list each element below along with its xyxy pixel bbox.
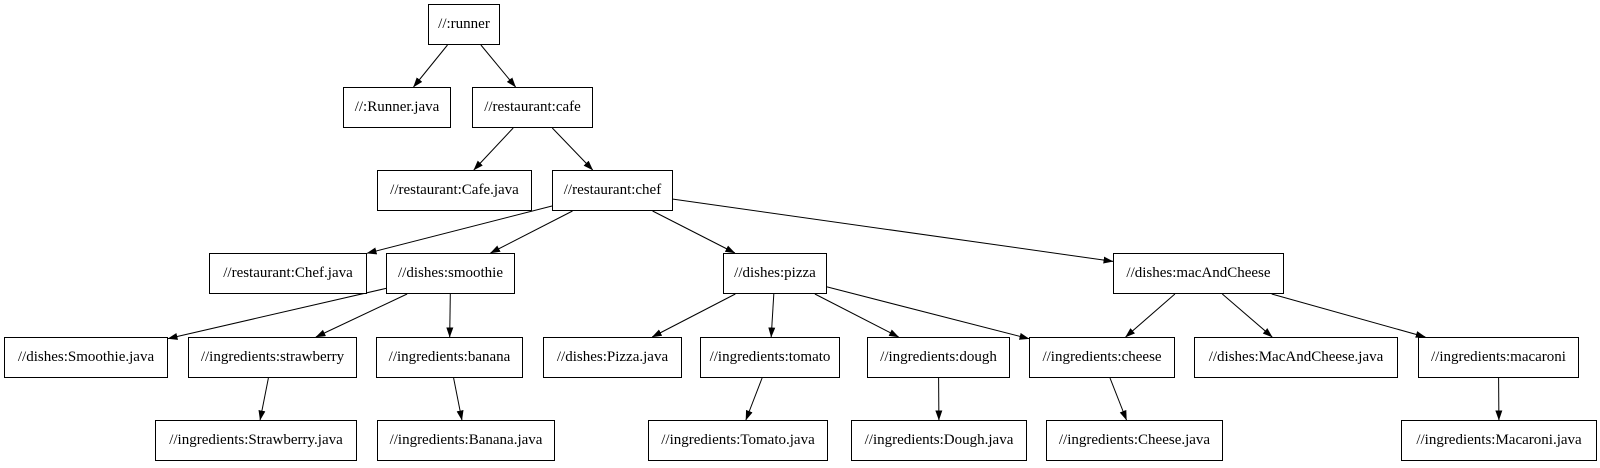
edge-tomato-to-tomato_java bbox=[745, 377, 763, 421]
node-macaroni_java: //ingredients:Macaroni.java bbox=[1401, 420, 1597, 461]
edge-smoothie-to-strawberry bbox=[315, 293, 408, 338]
edge-chef-to-chef_java bbox=[366, 205, 553, 255]
node-runner: //:runner bbox=[428, 4, 500, 45]
node-mac: //dishes:macAndCheese bbox=[1113, 253, 1284, 294]
node-cafe_java: //restaurant:Cafe.java bbox=[377, 170, 532, 211]
node-macaroni: //ingredients:macaroni bbox=[1418, 337, 1579, 378]
node-tomato: //ingredients:tomato bbox=[700, 337, 840, 378]
edge-pizza-to-tomato bbox=[768, 293, 776, 338]
edge-banana-to-banana_java bbox=[453, 377, 464, 421]
edge-mac-to-mac_java bbox=[1221, 293, 1273, 338]
node-pizza: //dishes:pizza bbox=[723, 253, 827, 294]
edge-pizza-to-dough bbox=[814, 293, 900, 338]
edge-cafe-to-cafe_java bbox=[473, 127, 514, 171]
node-chef: //restaurant:chef bbox=[552, 170, 673, 211]
edge-cheese-to-cheese_java bbox=[1109, 377, 1127, 421]
edge-cafe-to-chef bbox=[551, 127, 594, 171]
node-runner_java: //:Runner.java bbox=[343, 87, 451, 128]
node-pizza_java: //dishes:Pizza.java bbox=[543, 337, 682, 378]
edge-strawberry-to-strawberry_java bbox=[258, 377, 269, 421]
edge-chef-to-smoothie bbox=[490, 210, 573, 254]
edge-runner-to-cafe bbox=[480, 44, 516, 88]
edge-smoothie-to-banana bbox=[446, 293, 454, 338]
edge-chef-to-pizza bbox=[652, 210, 736, 254]
node-strawberry: //ingredients:strawberry bbox=[188, 337, 357, 378]
node-smoothie: //dishes:smoothie bbox=[386, 253, 515, 294]
edge-mac-to-cheese bbox=[1125, 293, 1176, 338]
node-tomato_java: //ingredients:Tomato.java bbox=[648, 420, 828, 461]
node-mac_java: //dishes:MacAndCheese.java bbox=[1194, 337, 1398, 378]
node-banana: //ingredients:banana bbox=[376, 337, 523, 378]
edge-chef-to-mac bbox=[672, 198, 1114, 264]
node-banana_java: //ingredients:Banana.java bbox=[377, 420, 555, 461]
node-cafe: //restaurant:cafe bbox=[472, 87, 593, 128]
node-smoothie_java: //dishes:Smoothie.java bbox=[4, 337, 168, 378]
edge-runner-to-runner_java bbox=[413, 44, 448, 88]
node-cheese_java: //ingredients:Cheese.java bbox=[1046, 420, 1223, 461]
edge-pizza-to-pizza_java bbox=[651, 293, 736, 338]
node-cheese: //ingredients:cheese bbox=[1029, 337, 1175, 378]
edge-smoothie-to-smoothie_java bbox=[167, 287, 387, 340]
node-dough: //ingredients:dough bbox=[867, 337, 1010, 378]
node-chef_java: //restaurant:Chef.java bbox=[209, 253, 367, 294]
edge-mac-to-macaroni bbox=[1271, 293, 1426, 338]
node-strawberry_java: //ingredients:Strawberry.java bbox=[155, 420, 357, 461]
node-dough_java: //ingredients:Dough.java bbox=[851, 420, 1027, 461]
edge-pizza-to-cheese bbox=[826, 286, 1030, 340]
